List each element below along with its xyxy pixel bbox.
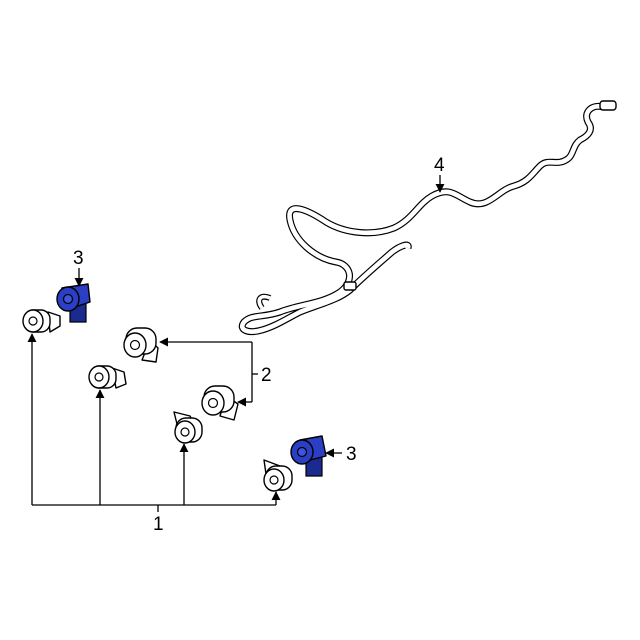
parking-sensor-right[interactable] (263, 459, 293, 492)
sensor-retainer-upper[interactable] (56, 283, 91, 323)
callout-label-1: 1 (153, 514, 164, 535)
callout-label-2: 2 (261, 365, 272, 386)
parking-sensor-mid-right[interactable] (173, 411, 203, 444)
wiring-harness[interactable] (238, 100, 617, 336)
callout-label-3-upper: 3 (73, 248, 84, 269)
parking-sensor-left[interactable] (22, 309, 61, 333)
callout-label-4: 4 (434, 155, 445, 176)
callout-label-3-lower: 3 (346, 444, 357, 465)
parking-sensor-mid-left[interactable] (88, 365, 127, 389)
parking-sensor-upper-a[interactable] (123, 327, 159, 363)
callout-3-leaders (74, 268, 342, 458)
parking-sensor-upper-b[interactable] (201, 385, 239, 421)
callout-2-leaders (159, 337, 258, 407)
sensor-retainer-lower[interactable] (290, 435, 327, 477)
callout-1-leaders (27, 333, 281, 512)
